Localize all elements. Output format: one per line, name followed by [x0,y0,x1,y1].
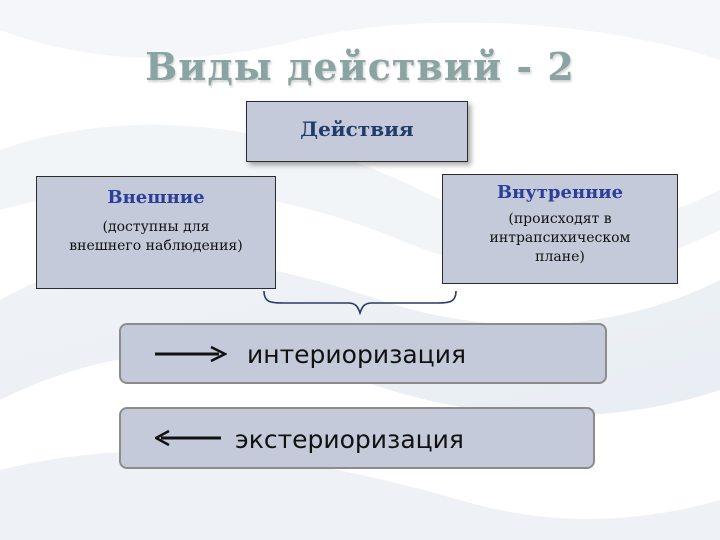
actions-box: Действия [246,101,468,162]
arrow-left-icon [155,429,221,447]
internal-note: (происходят в интрапсихическом плане) [489,211,631,265]
external-actions-box: Внешние (доступны для внешнего наблюдени… [36,176,276,289]
exteriorization-label: экстериоризация [235,425,464,454]
internal-actions-box: Внутренние (происходят в интрапсихическо… [442,174,678,284]
external-note: (доступны для внешнего наблюдения) [69,219,243,254]
actions-label: Действия [300,117,414,141]
arrow-right-icon [155,345,227,363]
slide-title: Виды действий - 2 [145,44,575,89]
external-heading: Внешние [107,187,205,208]
interiorization-box: интериоризация [119,323,607,384]
interiorization-label: интериоризация [247,340,466,369]
exteriorization-box: экстериоризация [119,407,595,469]
curly-brace [263,290,457,315]
internal-heading: Внутренние [496,182,624,203]
